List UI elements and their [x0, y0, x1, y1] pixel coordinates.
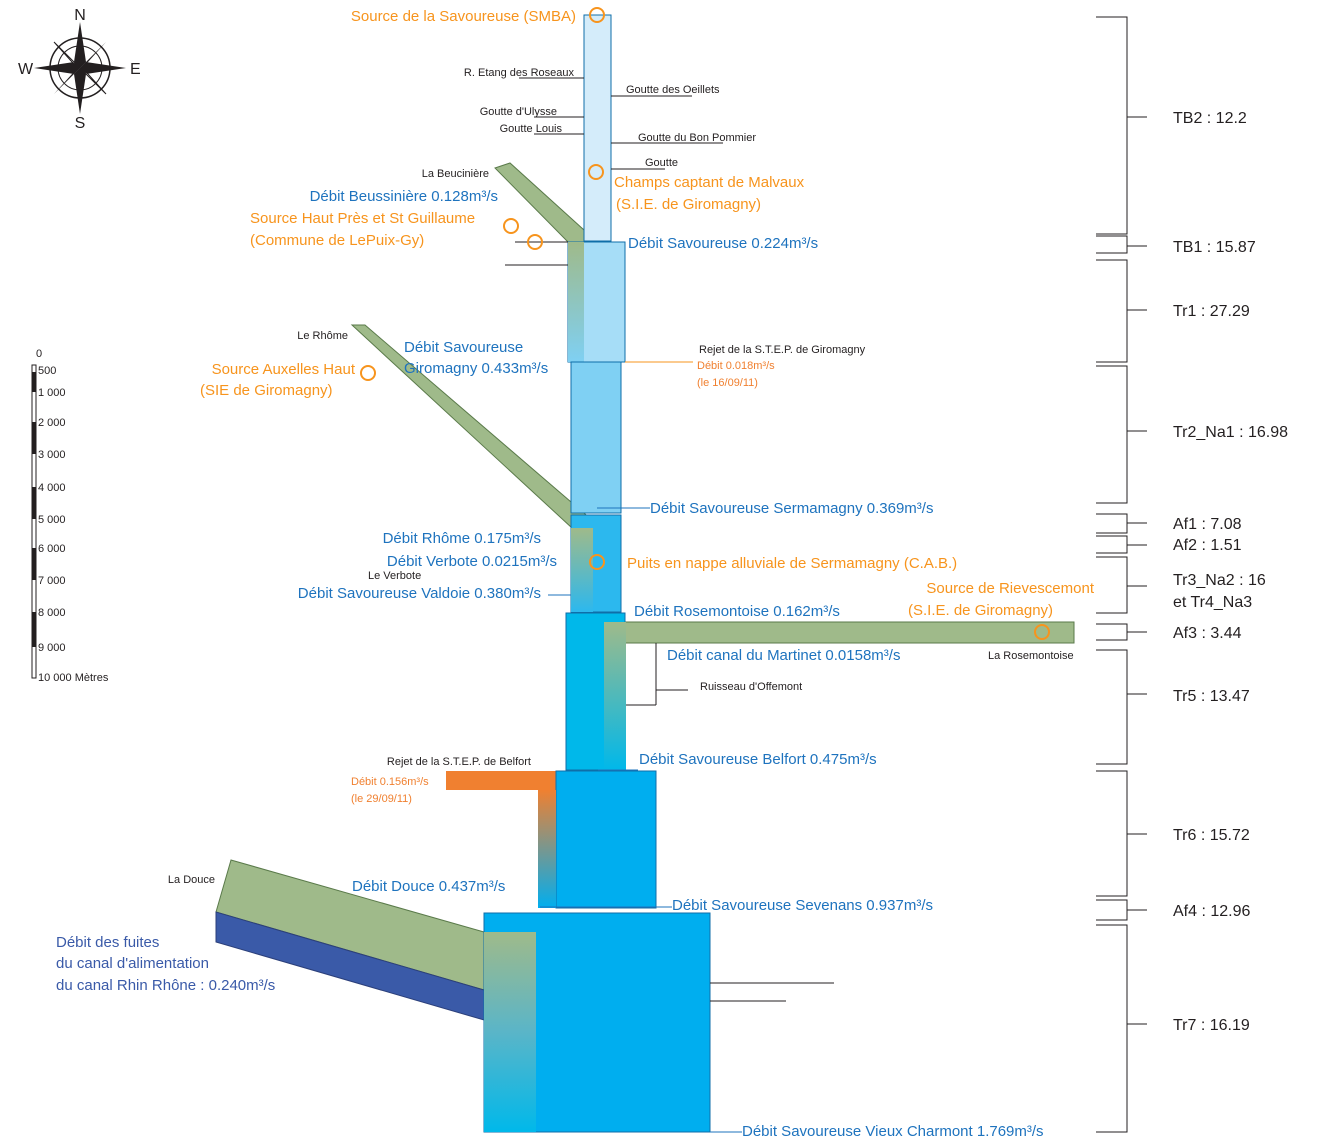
scale-bar: 0 500 1 000 2 000 3 000 4 000 5 000 6 00… — [31, 348, 109, 684]
flow-label: Débit Savoureuse Belfort 0.475m³/s — [639, 751, 877, 768]
tributary-beuciniere — [494, 162, 585, 243]
source-marker-icon — [527, 234, 543, 250]
source-label: Source Auxelles Haut — [212, 361, 356, 378]
flow-label: Débit Beussinière 0.128m³/s — [310, 188, 498, 205]
scale-tick: 5 000 — [38, 514, 66, 526]
compass-south: S — [75, 115, 86, 132]
scale-tick: 10 000 Mètres — [38, 672, 109, 684]
tributary-label: Goutte d'Ulysse — [480, 106, 557, 118]
canal-flow-label: du canal d'alimentation — [56, 955, 209, 972]
compass-west: W — [18, 61, 34, 78]
source-label: (SIE de Giromagny) — [200, 382, 333, 399]
section-label: et Tr4_Na3 — [1173, 594, 1252, 611]
flow-label: Débit Savoureuse Valdoie 0.380m³/s — [298, 585, 541, 602]
scale-tick: 6 000 — [38, 543, 66, 555]
flow-leaders — [540, 507, 742, 1133]
flow-label: Débit Savoureuse Sevenans 0.937m³/s — [672, 897, 933, 914]
source-marker-icon — [360, 365, 376, 381]
tributary-label: R. Etang des Roseaux — [464, 67, 575, 79]
source-label: (S.I.E. de Giromagny) — [616, 196, 761, 213]
step-flow: Débit 0.156m³/s — [351, 776, 429, 788]
segment-tr6 — [555, 770, 657, 909]
flow-label: Débit Savoureuse Sermamagny 0.369m³/s — [650, 500, 933, 517]
tributary-label: Ruisseau d'Offemont — [700, 681, 802, 693]
step-label: Rejet de la S.T.E.P. de Giromagny — [699, 344, 866, 356]
step-flow: (le 29/09/11) — [351, 793, 412, 805]
source-marker-icon — [589, 554, 605, 570]
compass-east: E — [130, 61, 141, 78]
step-label: Rejet de la S.T.E.P. de Belfort — [387, 756, 531, 768]
segment-tr7-inflow — [484, 932, 536, 1132]
scale-tick: 1 000 — [38, 387, 66, 399]
scale-tick: 8 000 — [38, 607, 66, 619]
tributary-label: La Douce — [168, 874, 215, 886]
section-label: Tr7 : 16.19 — [1173, 1017, 1250, 1034]
source-label: Source de Rievescemont — [926, 580, 1094, 597]
step-flow: Débit 0.018m³/s — [697, 360, 775, 372]
segment-tr6-inflow — [538, 790, 556, 908]
scale-tick: 3 000 — [38, 449, 66, 461]
segment-tr5-inflow — [604, 622, 626, 770]
flow-label: Débit Douce 0.437m³/s — [352, 878, 505, 895]
source-label: Champs captant de Malvaux — [614, 174, 805, 191]
scale-tick: 0 — [36, 348, 42, 360]
flow-label: Débit Savoureuse — [404, 339, 523, 356]
flow-label: Giromagny 0.433m³/s — [404, 360, 548, 377]
canal-flow-label: du canal Rhin Rhône : 0.240m³/s — [56, 977, 275, 994]
tributary-label: La Beucinière — [422, 168, 489, 180]
source-marker-icon — [589, 7, 605, 23]
flow-label: Débit Savoureuse 0.224m³/s — [628, 235, 818, 252]
tributary-label: Goutte du Bon Pommier — [638, 132, 756, 144]
section-label: TB1 : 15.87 — [1173, 239, 1256, 256]
section-label: Tr2_Na1 : 16.98 — [1173, 424, 1288, 441]
tributary-label: Goutte des Oeillets — [626, 84, 720, 96]
compass-rose-icon: N S E W — [18, 7, 141, 132]
flow-label: Débit canal du Martinet 0.0158m³/s — [667, 647, 900, 664]
canal-flow-label: Débit des fuites — [56, 934, 159, 951]
source-marker-icon — [503, 218, 519, 234]
section-label: Af2 : 1.51 — [1173, 537, 1242, 554]
scale-tick: 4 000 — [38, 482, 66, 494]
source-marker-icon — [588, 164, 604, 180]
step-belfort-branch — [446, 771, 556, 790]
segment-tr3-inflow — [571, 528, 593, 612]
compass-north: N — [74, 7, 86, 24]
section-label: Tr1 : 27.29 — [1173, 303, 1250, 320]
tributary-label: Goutte Louis — [500, 123, 563, 135]
tributary-rosemontoise — [603, 621, 1075, 644]
flow-label: Débit Verbote 0.0215m³/s — [387, 553, 557, 570]
segment-tr2 — [570, 361, 622, 514]
source-label: Source de la Savoureuse (SMBA) — [351, 8, 576, 25]
segment-tb2 — [583, 14, 612, 242]
source-label: (S.I.E. de Giromagny) — [908, 602, 1053, 619]
scale-tick: 7 000 — [38, 575, 66, 587]
source-marker-icon — [1034, 624, 1050, 640]
tributary-label: La Rosemontoise — [988, 650, 1074, 662]
tributary-label: Le Verbote — [368, 570, 421, 582]
section-label: TB2 : 12.2 — [1173, 110, 1247, 127]
step-flow: (le 16/09/11) — [697, 377, 758, 389]
source-label: Source Haut Près et St Guillaume — [250, 210, 475, 227]
source-markers — [360, 7, 1050, 640]
section-label: Af1 : 7.08 — [1173, 516, 1242, 533]
section-label: Af3 : 3.44 — [1173, 625, 1242, 642]
section-brackets — [1096, 16, 1147, 1133]
tributary-label: Le Rhôme — [297, 330, 348, 342]
flow-label: Débit Rosemontoise 0.162m³/s — [634, 603, 840, 620]
tributary-label: Goutte — [645, 157, 678, 169]
leader-lines — [505, 77, 834, 1002]
section-label: Tr6 : 15.72 — [1173, 827, 1250, 844]
section-label: Tr5 : 13.47 — [1173, 688, 1250, 705]
flow-label: Débit Savoureuse Vieux Charmont 1.769m³/… — [742, 1123, 1044, 1140]
scale-tick: 2 000 — [38, 417, 66, 429]
section-label: Tr3_Na2 : 16 — [1173, 572, 1266, 589]
source-label: (Commune de LePuix-Gy) — [250, 232, 424, 249]
segment-tr1-inflow — [568, 242, 584, 362]
flow-label: Débit Rhôme 0.175m³/s — [383, 530, 541, 547]
scale-tick: 9 000 — [38, 642, 66, 654]
scale-tick: 500 — [38, 365, 56, 377]
section-label: Af4 : 12.96 — [1173, 903, 1250, 920]
source-label: Puits en nappe alluviale de Sermamagny (… — [627, 555, 957, 572]
